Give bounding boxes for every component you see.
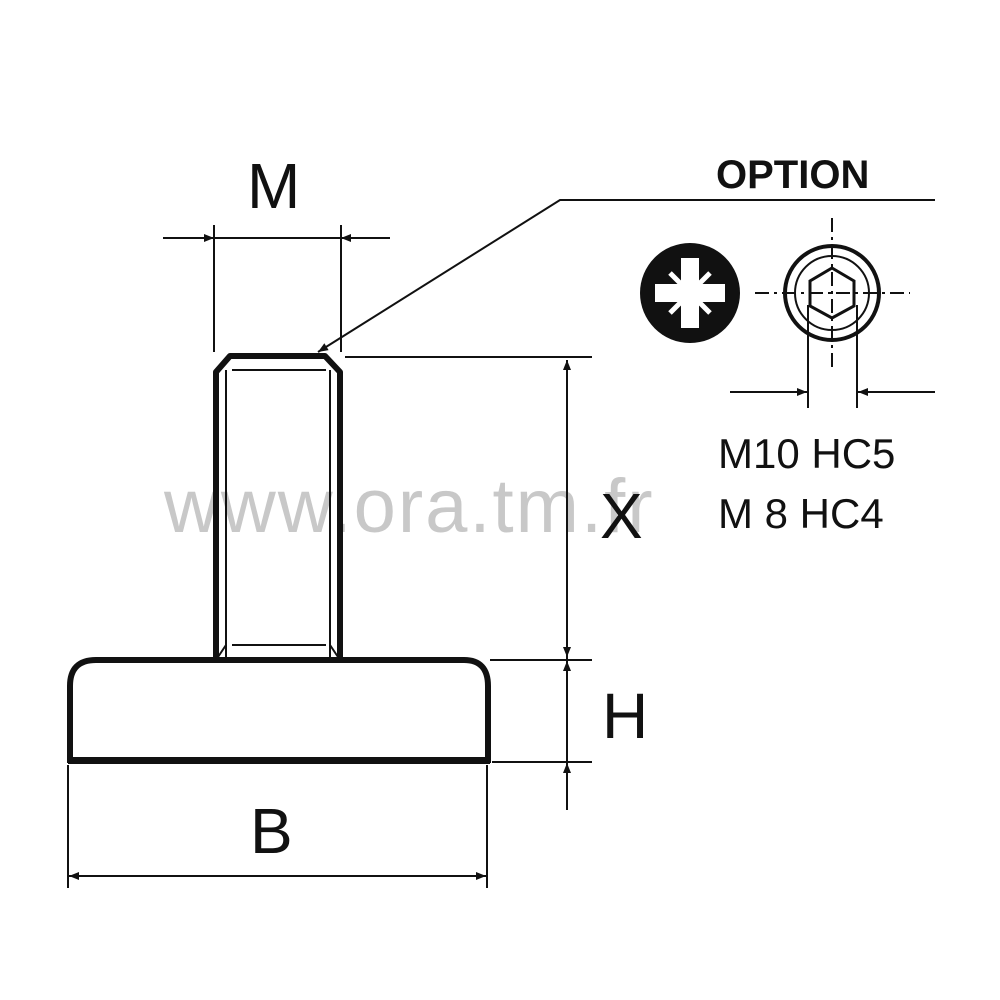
hex-socket-icon (730, 218, 935, 408)
option-leader (317, 199, 935, 353)
pozidriv-icon (640, 243, 740, 343)
option-title: OPTION (716, 153, 869, 197)
dimension-m (163, 225, 390, 352)
watermark-text: www.ora.tm.fr (163, 464, 655, 549)
dimension-label-h: H (602, 680, 648, 752)
dimension-x (345, 356, 592, 661)
dimension-b (67, 765, 488, 888)
base-pad (67, 657, 491, 764)
threaded-stud (213, 353, 343, 661)
dimension-label-m: M (247, 150, 300, 222)
dimension-label-b: B (250, 795, 293, 867)
dimension-label-x: X (600, 480, 643, 552)
dimension-h (492, 640, 592, 810)
option-spec-2: M 8 HC4 (718, 490, 884, 537)
option-spec-1: M10 HC5 (718, 430, 895, 477)
